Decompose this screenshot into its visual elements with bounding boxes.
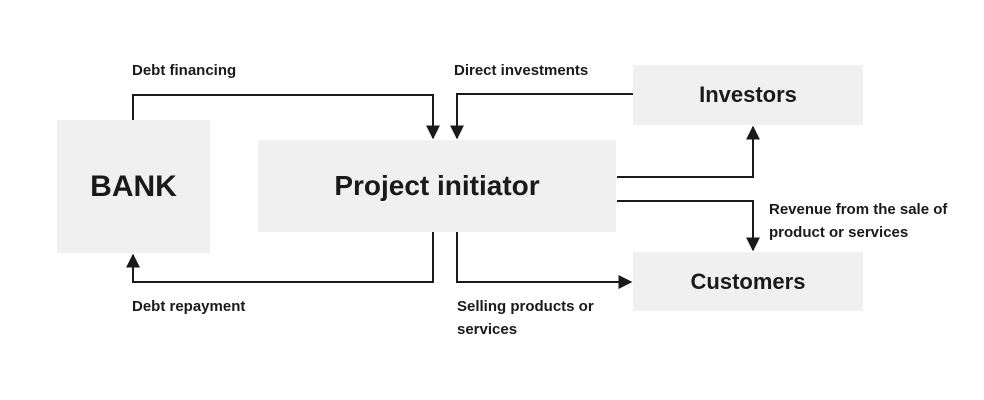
revenue-label: Revenue from the sale of product or serv… [769,201,948,241]
arrow-direct-investments [450,93,633,140]
selling-products-label: Selling products or services [457,298,594,338]
arrow-debt-financing [132,94,440,140]
arrow-to-investors [617,125,760,178]
direct-investments-label: Direct investments [454,62,589,79]
project-initiator-node: Project initiator [258,140,616,232]
arrow-revenue [617,200,760,252]
bank-node: BANK [57,120,210,253]
customers-node: Customers [633,252,863,311]
arrow-selling [456,232,633,289]
arrow-debt-repayment [126,232,434,283]
debt-repayment-label: Debt repayment [132,298,246,315]
debt-financing-label: Debt financing [132,62,237,79]
investors-node: Investors [633,65,863,125]
